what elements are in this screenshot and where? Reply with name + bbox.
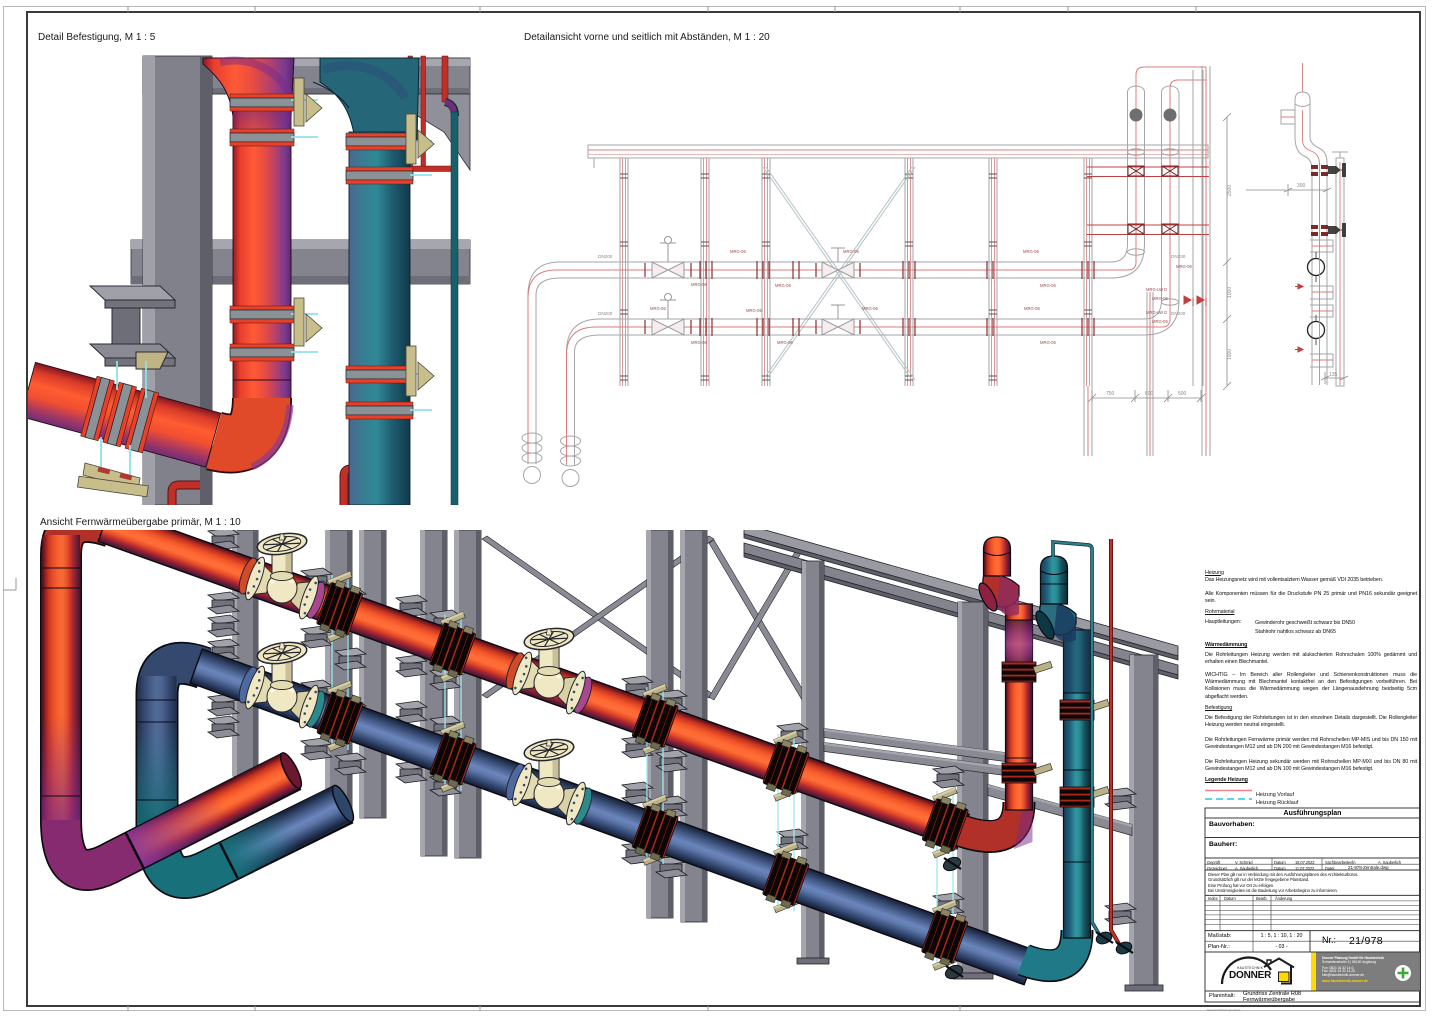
svg-text:MRG-06: MRG-06: [1023, 249, 1039, 254]
svg-text:MRG-06: MRG-06: [730, 249, 746, 254]
svg-text:135: 135: [1329, 372, 1338, 378]
svg-text:MRG-06: MRG-06: [843, 249, 859, 254]
svg-text:DN200: DN200: [1171, 311, 1186, 316]
svg-text:MRG-06: MRG-06: [1176, 264, 1192, 269]
svg-text:DN200: DN200: [1171, 254, 1186, 259]
svg-text:MRG-06: MRG-06: [862, 306, 878, 311]
svg-text:750: 750: [1106, 391, 1115, 397]
svg-text:MRG-06: MRG-06: [775, 283, 791, 288]
svg-text:MRG-06: MRG-06: [1024, 306, 1040, 311]
svg-text:MRG-06: MRG-06: [691, 282, 707, 287]
svg-text:MRG-06: MRG-06: [691, 340, 707, 345]
svg-text:MRG-06: MRG-06: [1040, 340, 1056, 345]
svg-text:MRG-06: MRG-06: [650, 306, 666, 311]
svg-text:DN200: DN200: [598, 311, 613, 316]
svg-text:500: 500: [1178, 391, 1187, 397]
svg-text:MRG-06: MRG-06: [1152, 296, 1168, 301]
svg-text:1000: 1000: [1227, 287, 1233, 298]
svg-text:1000: 1000: [1227, 349, 1233, 360]
svg-text:600: 600: [1145, 391, 1154, 397]
svg-text:MRG-06: MRG-06: [777, 340, 793, 345]
svg-text:2500: 2500: [1227, 185, 1233, 196]
svg-text:300: 300: [1297, 183, 1306, 189]
svg-text:DN200: DN200: [598, 254, 613, 259]
svg-text:MRG-06: MRG-06: [1152, 319, 1168, 324]
svg-text:MRG-LW D: MRG-LW D: [1146, 287, 1167, 292]
svg-text:MRG-06: MRG-06: [746, 308, 762, 313]
svg-text:MRG-06: MRG-06: [1040, 283, 1056, 288]
svg-text:MRG-LW D: MRG-LW D: [1146, 310, 1167, 315]
